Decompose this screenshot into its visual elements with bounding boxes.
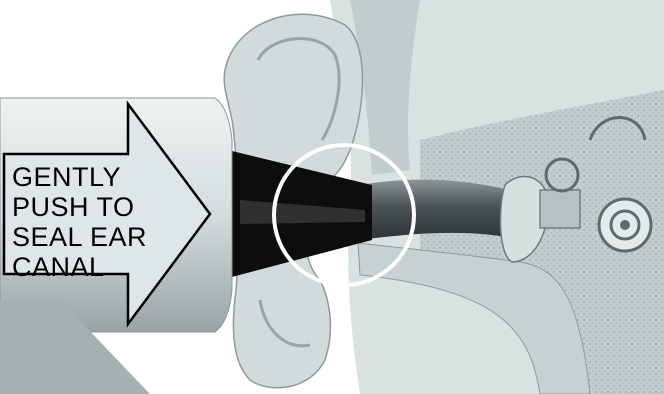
instruction-line-2: PUSH TO xyxy=(12,192,202,222)
instruction-line-4: CANAL xyxy=(12,252,202,282)
instruction-line-1: GENTLY xyxy=(12,162,202,192)
instruction-line-3: SEAL EAR xyxy=(12,222,202,252)
